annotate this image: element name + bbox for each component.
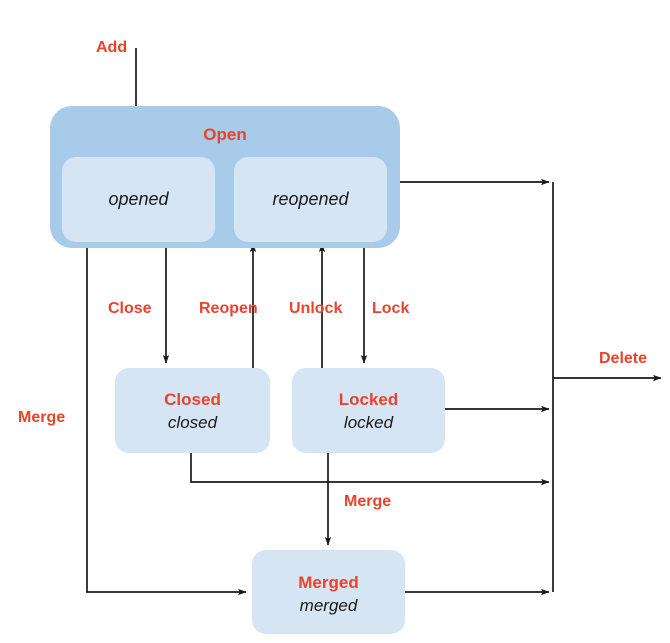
state-locked-name: Locked (339, 390, 399, 409)
state-opened-value: opened (108, 189, 169, 209)
state-merged-value: merged (300, 596, 358, 615)
state-locked[interactable] (292, 368, 445, 453)
edge-closed-to-delete-bus (190, 452, 550, 486)
state-reopened[interactable] (234, 157, 387, 242)
label-add: Add (96, 39, 127, 56)
group-open-title: Open (203, 125, 246, 144)
state-merged-name: Merged (298, 573, 358, 592)
state-merged[interactable] (252, 550, 405, 634)
label-reopen: Reopen (199, 300, 258, 317)
label-lock: Lock (372, 300, 409, 317)
state-closed-name: Closed (164, 390, 221, 409)
state-opened[interactable] (62, 157, 215, 242)
label-merge-bottom: Merge (344, 493, 391, 510)
state-closed[interactable] (115, 368, 270, 453)
state-closed-value: closed (168, 413, 218, 432)
label-delete: Delete (599, 350, 647, 367)
edge-merge-left (86, 248, 247, 596)
state-locked-value: locked (344, 413, 394, 432)
label-close: Close (108, 300, 152, 317)
label-unlock: Unlock (289, 300, 342, 317)
state-reopened-value: reopened (272, 189, 349, 209)
label-merge-left: Merge (18, 409, 65, 426)
